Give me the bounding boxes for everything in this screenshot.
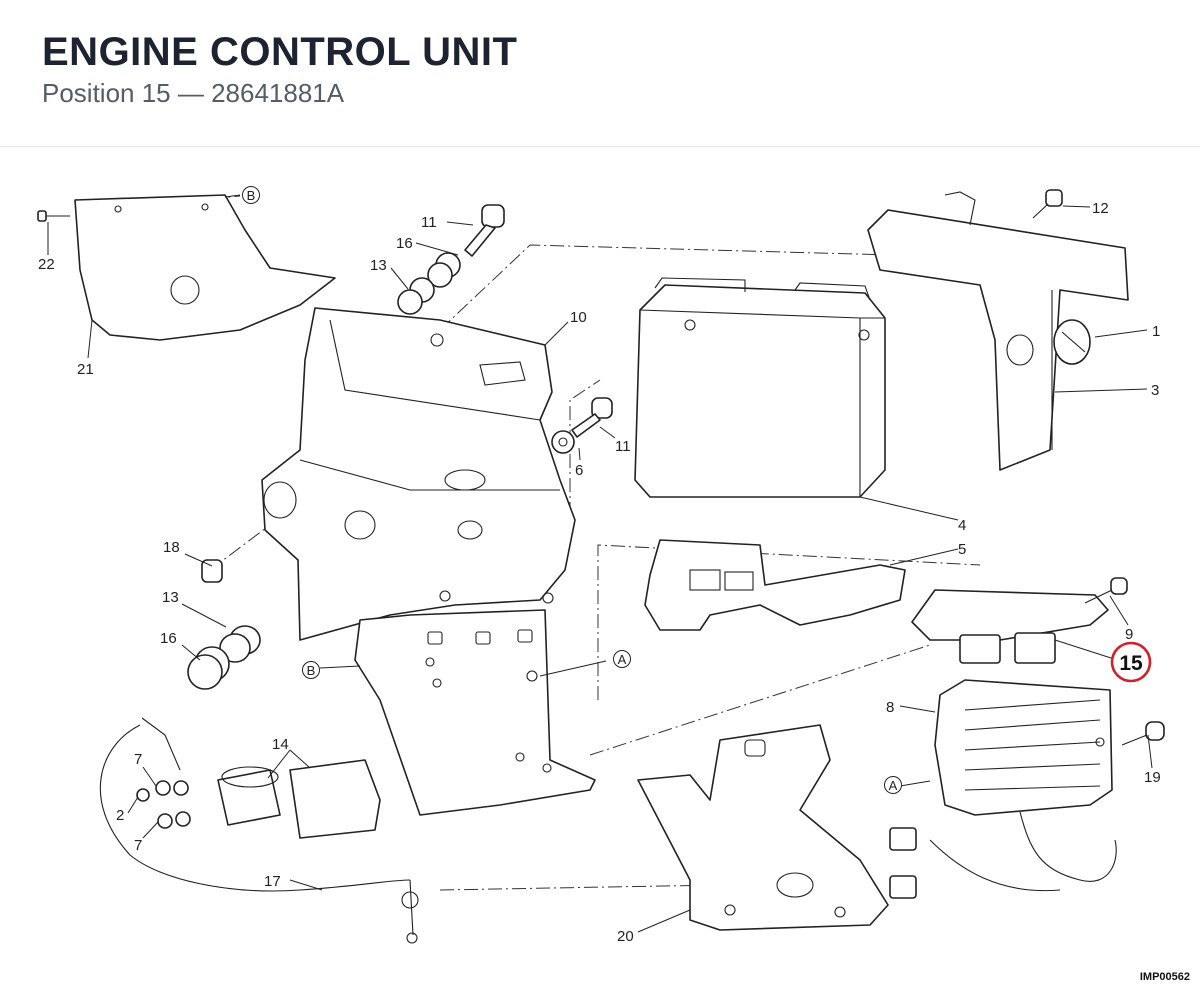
callout-15: 15 <box>1119 652 1143 675</box>
part-10-tray-bracket <box>261 307 576 641</box>
part-18-grommet <box>201 559 223 583</box>
part-4-battery <box>634 277 886 498</box>
part-16-bushing-lower <box>187 646 230 690</box>
callout-22: 22 <box>38 256 55 273</box>
part-6-washer <box>551 430 575 454</box>
callout-13-lower: 13 <box>162 589 179 606</box>
part-11-screw-upper <box>464 204 505 257</box>
leader-lines <box>47 194 1153 933</box>
part-3-holder <box>867 191 1129 471</box>
callout-10: 10 <box>570 309 587 326</box>
part-2-nut <box>136 788 150 802</box>
callout-2: 2 <box>116 807 124 824</box>
part-12-screw <box>1032 189 1063 219</box>
callout-12: 12 <box>1092 200 1109 217</box>
callout-labels: 1 2 3 4 5 6 7 7 8 9 10 11 11 12 13 13 14… <box>38 200 1161 945</box>
page-header: ENGINE CONTROL UNIT Position 15 — 286418… <box>0 0 1200 147</box>
callout-8: 8 <box>886 699 894 716</box>
part-15-ecu <box>911 589 1109 664</box>
callout-9: 9 <box>1125 626 1133 643</box>
part-8-regulator <box>889 679 1117 899</box>
callout-4: 4 <box>958 517 966 534</box>
callout-19: 19 <box>1144 769 1161 786</box>
part-11-screw-lower <box>571 397 613 438</box>
callout-7-lower: 7 <box>134 837 142 854</box>
part-13-spacer-upper <box>397 277 435 315</box>
callout-11-lower: 11 <box>615 438 631 455</box>
ref-a-regulator-label: A <box>889 778 898 793</box>
lower-support-plate <box>354 609 596 816</box>
callout-15-highlight[interactable]: 15 <box>1110 641 1152 683</box>
part-16-bushing-upper <box>427 252 461 288</box>
ref-a-plate: A <box>613 650 631 668</box>
ref-b-left-label: B <box>307 663 316 678</box>
callout-7-upper: 7 <box>134 751 142 768</box>
part-9-screw <box>1084 577 1128 604</box>
page-subtitle: Position 15 — 28641881A <box>42 78 345 108</box>
part-13-spacer-lower <box>219 625 261 663</box>
callout-13-upper: 13 <box>370 257 387 274</box>
part-20-plate <box>637 724 889 931</box>
part-1-knob <box>1053 319 1091 365</box>
callout-16-lower: 16 <box>160 630 177 647</box>
ref-a-regulator: A <box>884 776 902 794</box>
part-21-cover <box>74 194 336 341</box>
part-19-screw <box>1121 721 1165 746</box>
callout-5: 5 <box>958 541 966 558</box>
ref-b-top-label: B <box>247 188 256 203</box>
callout-6: 6 <box>575 462 583 479</box>
callout-11-upper: 11 <box>421 214 437 231</box>
ref-b-top: B <box>242 186 260 204</box>
part-22-screw <box>37 210 70 222</box>
callout-1: 1 <box>1152 323 1160 340</box>
ref-a-plate-label: A <box>618 652 627 667</box>
callout-20: 20 <box>617 928 634 945</box>
part-7-washers <box>155 780 191 829</box>
callout-18: 18 <box>163 539 180 556</box>
part-5-connector <box>644 539 906 631</box>
callout-21: 21 <box>77 361 94 378</box>
callout-3: 3 <box>1151 382 1159 399</box>
highlight-ring <box>1110 641 1152 683</box>
page-title: ENGINE CONTROL UNIT <box>42 30 518 74</box>
image-code: IMP00562 <box>1139 971 1190 983</box>
callout-16-upper: 16 <box>396 235 413 252</box>
ref-b-left: B <box>302 661 320 679</box>
callout-14: 14 <box>272 736 289 753</box>
callout-17: 17 <box>264 873 281 890</box>
part-17-cable <box>99 717 419 944</box>
part-14-relay <box>217 759 381 839</box>
